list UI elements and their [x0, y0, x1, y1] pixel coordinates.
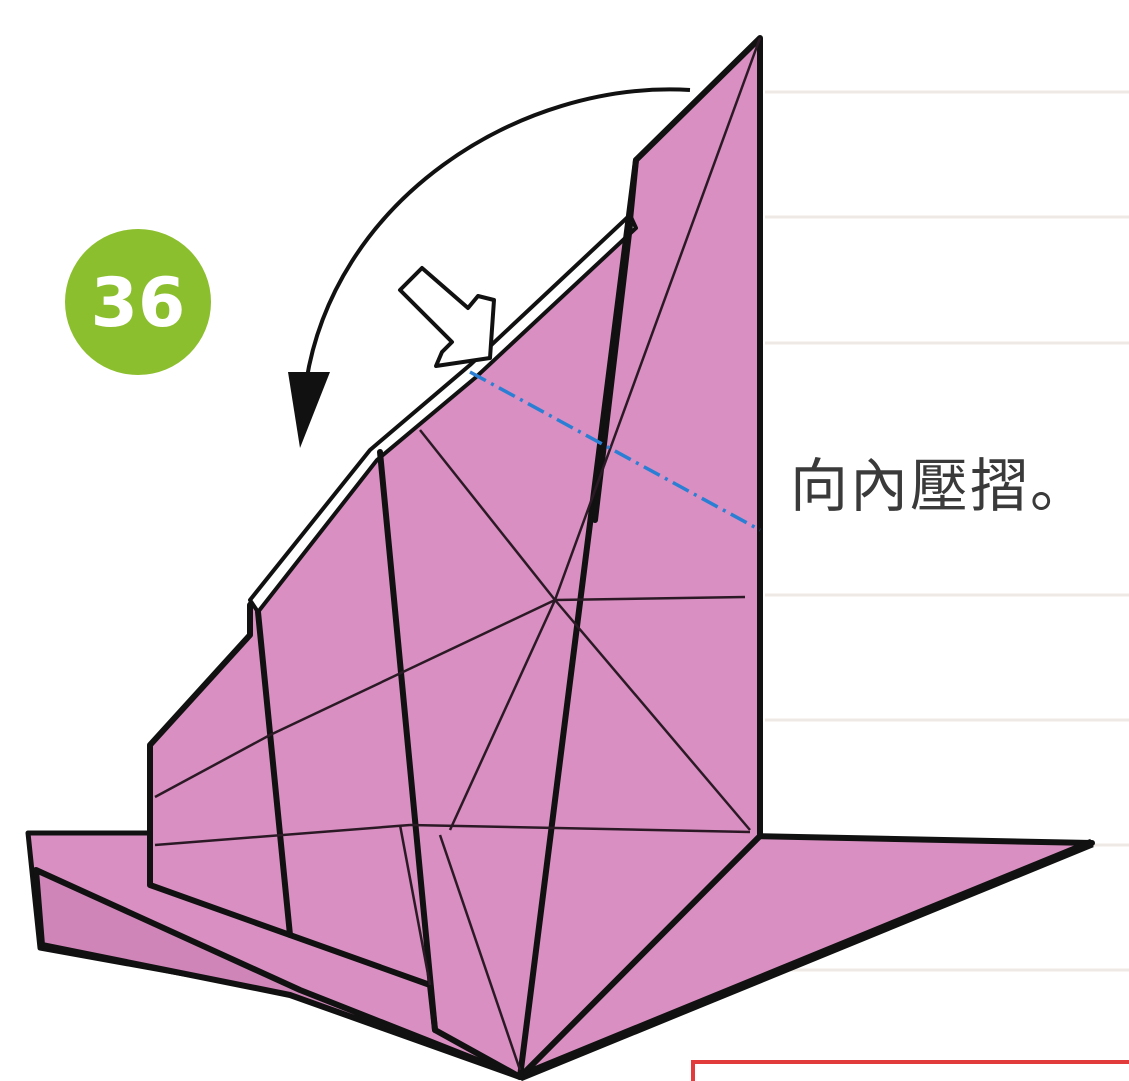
step-number: 36 [91, 264, 186, 343]
mountain-fold-line [469, 370, 761, 532]
next-step-frame [691, 1060, 1129, 1081]
step-badge-circle [65, 229, 211, 375]
white-edge-strip [248, 213, 638, 614]
instruction-text: 向內壓摺。 [790, 452, 1090, 520]
curved-arrow-icon [288, 87, 691, 448]
crease-lines [154, 37, 762, 1071]
inner-outlines [255, 157, 639, 1080]
push-arrow-icon [398, 266, 496, 368]
step-badge: 36 [65, 229, 211, 375]
left-wing-front [33, 867, 523, 1080]
